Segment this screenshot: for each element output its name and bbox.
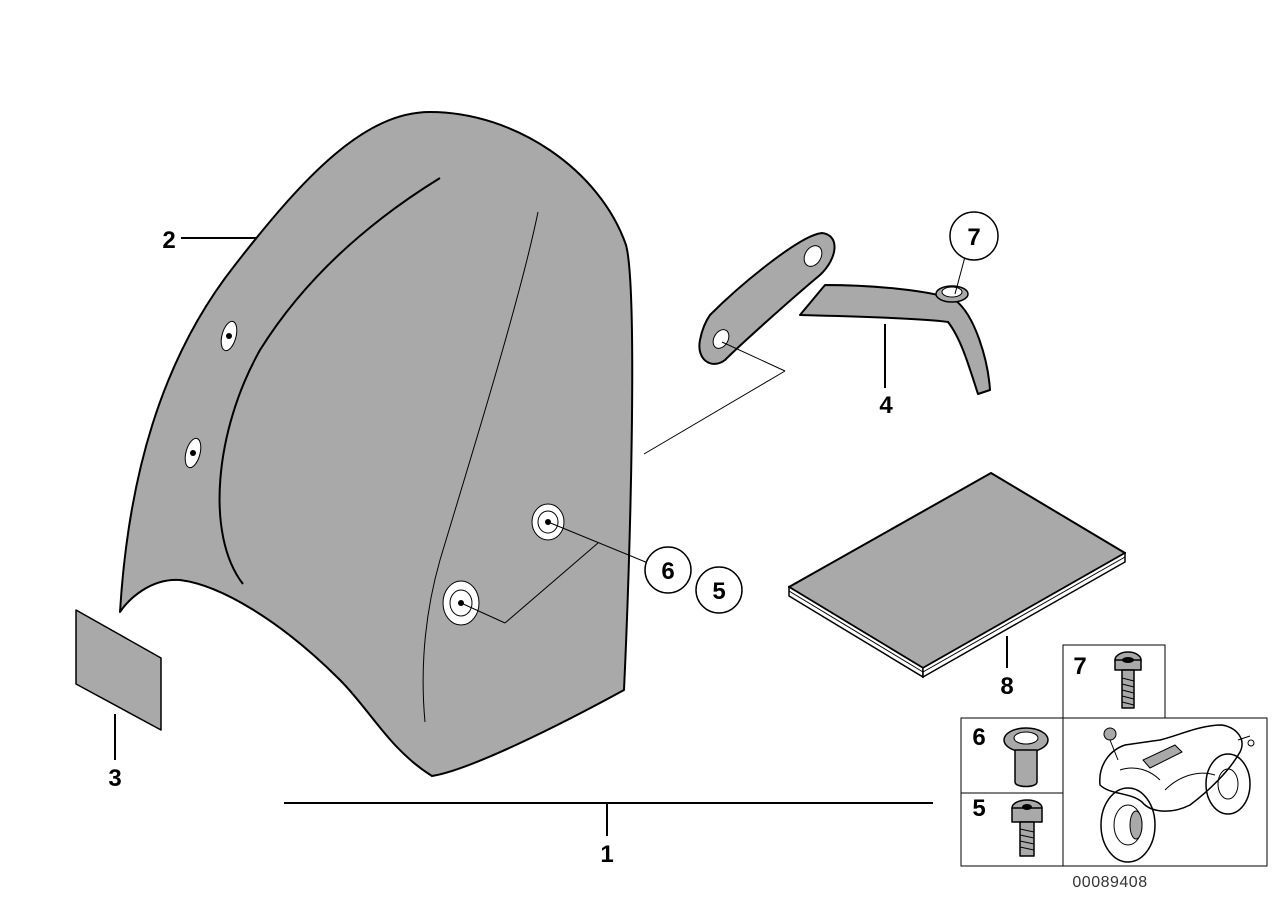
leader-lines — [114, 237, 1008, 836]
callout-8-label: 8 — [1000, 673, 1013, 700]
bracket-part[interactable] — [698, 232, 991, 395]
screw-7-icon — [1114, 651, 1142, 709]
callout-6-circle — [644, 546, 692, 594]
callout-5-label: 5 — [712, 578, 725, 605]
windshield-part[interactable] — [119, 111, 634, 777]
callout-7-label: 7 — [967, 224, 980, 251]
manual-part[interactable] — [788, 472, 1126, 679]
callout-5-circle — [695, 566, 743, 614]
callout-2-label: 2 — [162, 227, 175, 254]
sticker-part[interactable] — [75, 609, 162, 731]
screw-5-icon — [1011, 799, 1043, 857]
callout-4-label: 4 — [879, 392, 893, 419]
callout-1-label: 1 — [600, 841, 613, 868]
nut-insert-6-icon — [1003, 727, 1049, 788]
reference-number: 00089408 — [1072, 874, 1147, 891]
inset-7-label: 7 — [1073, 653, 1086, 680]
motorcycle-icon — [1099, 724, 1255, 863]
inset-6-label: 6 — [972, 724, 985, 751]
callout-7-circle — [949, 211, 999, 261]
callout-6-label: 6 — [661, 558, 674, 585]
parts-inset: 7 6 5 — [960, 644, 1268, 867]
callout-3-label: 3 — [108, 765, 121, 792]
inset-5-label: 5 — [972, 795, 985, 822]
